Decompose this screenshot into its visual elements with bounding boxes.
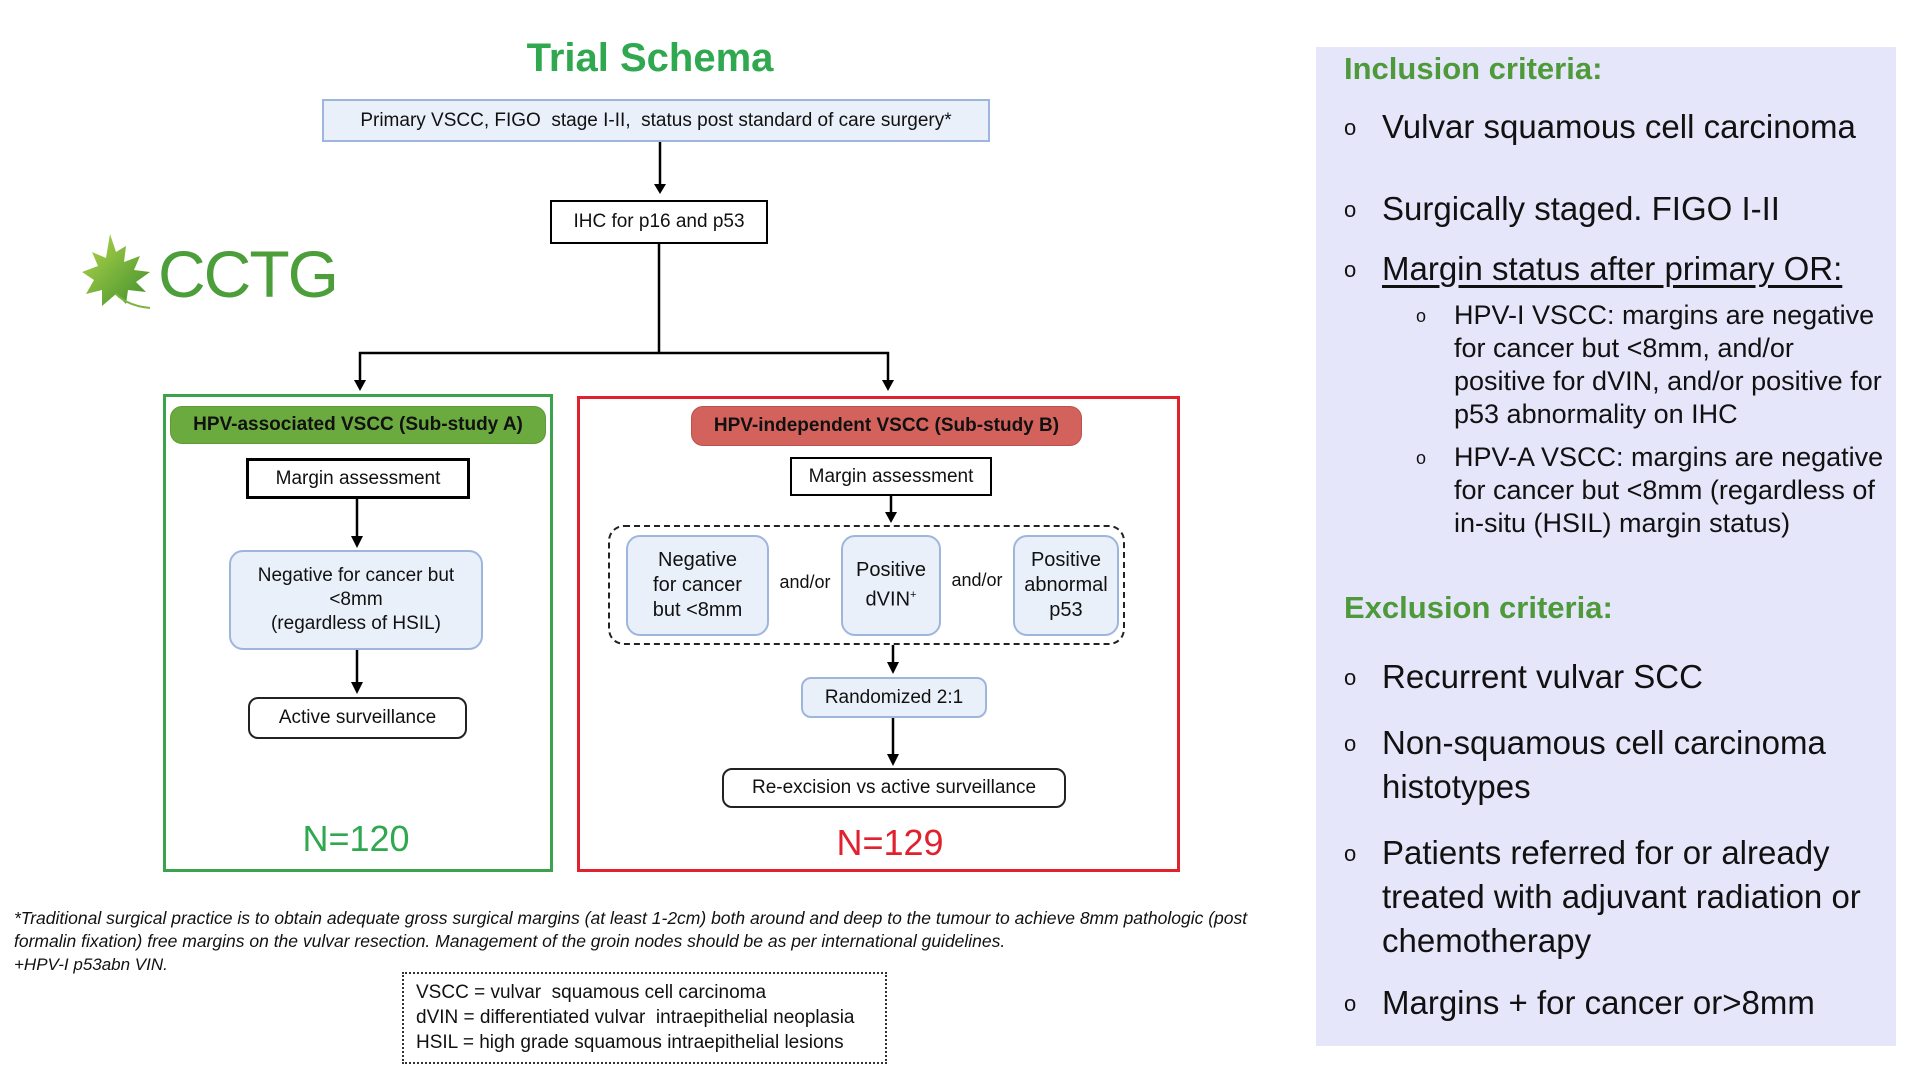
page-title: Trial Schema bbox=[526, 36, 774, 80]
exclusion-title: Exclusion criteria: bbox=[1344, 590, 1613, 625]
bullet-icon: o bbox=[1344, 115, 1357, 140]
ihc-label: IHC for p16 and p53 bbox=[573, 211, 745, 232]
option-p53-box: Positive abnormal p53 bbox=[1013, 535, 1119, 636]
substudy-a-sample-size: N=120 bbox=[302, 818, 410, 859]
substudy-b-outcome-box: Re-excision vs active surveillance bbox=[722, 768, 1066, 808]
inclusion-item: o Margin status after primary OR: bbox=[1344, 247, 1884, 293]
inclusion-subitem-text: HPV-A VSCC: margins are negative for can… bbox=[1454, 442, 1884, 538]
substudy-a-margin-box: Margin assessment bbox=[246, 458, 470, 499]
option-negative-box: Negative for cancer but <8mm bbox=[626, 535, 769, 636]
criteria-line: Negative for cancer but bbox=[257, 565, 455, 586]
bullet-icon: o bbox=[1416, 448, 1427, 468]
option-dvin-box: Positive dVIN+ bbox=[841, 535, 941, 636]
primary-vscc-label: Primary VSCC, FIGO stage I-II, status po… bbox=[360, 109, 952, 131]
exclusion-item-text: Recurrent vulvar SCC bbox=[1382, 658, 1703, 695]
footnote-line: *Traditional surgical practice is to obt… bbox=[14, 908, 1248, 928]
bullet-icon: o bbox=[1344, 665, 1357, 690]
option-line: dVIN bbox=[865, 588, 911, 611]
substudy-a-outcome-box: Active surveillance bbox=[248, 697, 467, 739]
option-line: abnormal bbox=[1024, 574, 1108, 596]
inclusion-title: Inclusion criteria: bbox=[1344, 51, 1603, 86]
substudy-b-outcome-label: Re-excision vs active surveillance bbox=[751, 777, 1037, 798]
substudy-b-header-label: HPV-independent VSCC (Sub-study B) bbox=[713, 415, 1060, 436]
exclusion-item: o Recurrent vulvar SCC bbox=[1344, 655, 1884, 701]
inclusion-subitem: o HPV-A VSCC: margins are negative for c… bbox=[1416, 441, 1886, 540]
inclusion-item-text: Vulvar squamous cell carcinoma bbox=[1382, 108, 1856, 145]
arrowhead bbox=[354, 380, 366, 391]
substudy-b-margin-label: Margin assessment bbox=[808, 465, 974, 487]
inclusion-item: o Surgically staged. FIGO I-II bbox=[1344, 187, 1884, 233]
legend-item: dVIN = differentiated vulvar intraepithe… bbox=[416, 1007, 855, 1028]
option-line: p53 bbox=[1049, 599, 1083, 621]
arrowhead bbox=[882, 380, 894, 391]
bullet-icon: o bbox=[1416, 306, 1427, 326]
legend-item: VSCC = vulvar squamous cell carcinoma bbox=[416, 982, 767, 1003]
criteria-line: <8mm bbox=[329, 589, 383, 610]
inclusion-subitem: o HPV-I VSCC: margins are negative for c… bbox=[1416, 299, 1886, 431]
arrowhead bbox=[654, 184, 666, 194]
exclusion-item: o Margins + for cancer or>8mm bbox=[1344, 981, 1884, 1027]
exclusion-item: o Non-squamous cell carcinoma histotypes bbox=[1344, 721, 1884, 809]
footnote: *Traditional surgical practice is to obt… bbox=[14, 907, 1334, 976]
option-line: Positive bbox=[855, 559, 927, 582]
exclusion-item-text: Margins + for cancer or>8mm bbox=[1382, 984, 1815, 1021]
maple-leaf-icon bbox=[82, 234, 151, 309]
randomized-label: Randomized 2:1 bbox=[824, 686, 964, 708]
option-line: for cancer bbox=[653, 574, 742, 596]
exclusion-item-text: Patients referred for or already treated… bbox=[1382, 834, 1861, 959]
exclusion-item-text: Non-squamous cell carcinoma histotypes bbox=[1382, 724, 1826, 805]
cctg-logo: CCTG bbox=[80, 232, 339, 318]
logo-text: CCTG bbox=[158, 237, 339, 311]
substudy-a-outcome-label: Active surveillance bbox=[278, 707, 437, 728]
footnote-line: formalin fixation) free margins on the v… bbox=[14, 931, 1006, 951]
dvin-superscript: + bbox=[910, 589, 917, 602]
and-or-label: and/or bbox=[779, 571, 831, 592]
substudy-a-container bbox=[163, 394, 553, 872]
substudy-a-header-label: HPV-associated VSCC (Sub-study A) bbox=[193, 414, 523, 435]
bullet-icon: o bbox=[1344, 731, 1357, 756]
bullet-icon: o bbox=[1344, 257, 1357, 282]
ihc-box: IHC for p16 and p53 bbox=[550, 200, 768, 244]
substudy-b-sample-size: N=129 bbox=[836, 822, 944, 863]
substudy-a-margin-label: Margin assessment bbox=[275, 467, 441, 489]
criteria-panel: Inclusion criteria: o Vulvar squamous ce… bbox=[1316, 47, 1896, 1046]
substudy-b-header: HPV-independent VSCC (Sub-study B) bbox=[691, 406, 1082, 446]
bullet-icon: o bbox=[1344, 841, 1357, 866]
inclusion-item-text: Margin status after primary OR: bbox=[1382, 250, 1843, 287]
substudy-a-header: HPV-associated VSCC (Sub-study A) bbox=[170, 406, 546, 444]
option-line: but <8mm bbox=[652, 599, 743, 621]
inclusion-subitem-text: HPV-I VSCC: margins are negative for can… bbox=[1454, 300, 1882, 429]
exclusion-item: o Patients referred for or already treat… bbox=[1344, 831, 1884, 963]
randomized-box: Randomized 2:1 bbox=[801, 677, 987, 718]
inclusion-item-text: Surgically staged. FIGO I-II bbox=[1382, 190, 1780, 227]
abbreviation-legend: VSCC = vulvar squamous cell carcinoma dV… bbox=[402, 972, 887, 1064]
legend-item: HSIL = high grade squamous intraepitheli… bbox=[416, 1032, 844, 1053]
option-line: Negative bbox=[658, 549, 737, 571]
and-or-label: and/or bbox=[951, 569, 1003, 590]
criteria-line: (regardless of HSIL) bbox=[270, 613, 441, 634]
substudy-b-options-group bbox=[608, 525, 1125, 645]
substudy-b-margin-box: Margin assessment bbox=[790, 457, 992, 496]
bullet-icon: o bbox=[1344, 991, 1357, 1016]
substudy-b-container bbox=[577, 396, 1180, 872]
inclusion-item: o Vulvar squamous cell carcinoma bbox=[1344, 105, 1884, 151]
footnote-line: +HPV-I p53abn VIN. bbox=[14, 955, 168, 974]
substudy-a-criteria-box: Negative for cancer but <8mm (regardless… bbox=[229, 550, 483, 650]
primary-vscc-box: Primary VSCC, FIGO stage I-II, status po… bbox=[322, 99, 990, 142]
option-line: Positive bbox=[1030, 549, 1101, 571]
bullet-icon: o bbox=[1344, 197, 1357, 222]
